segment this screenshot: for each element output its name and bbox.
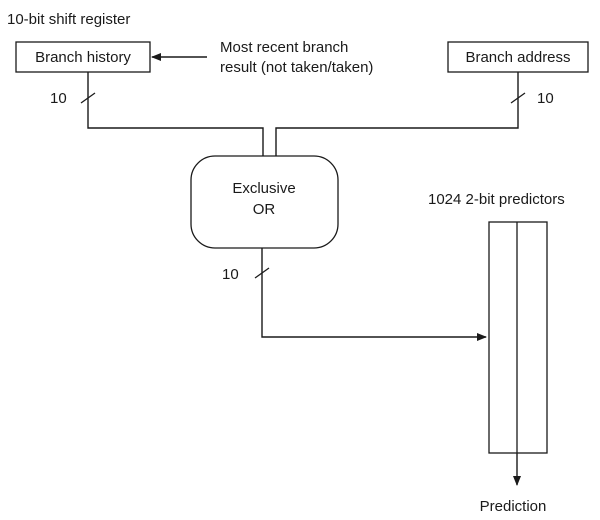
shift-register-label: 10-bit shift register <box>7 11 130 28</box>
recent-result-line2: result (not taken/taken) <box>220 59 373 76</box>
xor-to-predictors-wire <box>261 248 487 341</box>
prediction-label: Prediction <box>480 498 547 515</box>
predictor-table <box>488 221 548 454</box>
address-bus-slash <box>510 92 526 104</box>
history-bus-slash <box>80 92 96 104</box>
xor-label-line2: OR <box>253 201 276 218</box>
branch-history-box <box>15 41 151 73</box>
xor-block <box>190 155 339 249</box>
recent-result-line1: Most recent branch <box>220 39 348 56</box>
branch-address-label: Branch address <box>465 49 570 66</box>
branch-history-label: Branch history <box>35 49 131 66</box>
xor-output-bus-slash <box>254 267 270 279</box>
predictors-label: 1024 2-bit predictors <box>428 191 565 208</box>
address-to-xor-wire <box>275 72 519 156</box>
xor-output-width-label: 10 <box>222 266 239 283</box>
history-to-xor-wire <box>87 72 264 156</box>
branch-address-box <box>447 41 589 73</box>
history-width-label: 10 <box>50 90 67 107</box>
xor-label-line1: Exclusive <box>232 180 295 197</box>
address-width-label: 10 <box>537 90 554 107</box>
